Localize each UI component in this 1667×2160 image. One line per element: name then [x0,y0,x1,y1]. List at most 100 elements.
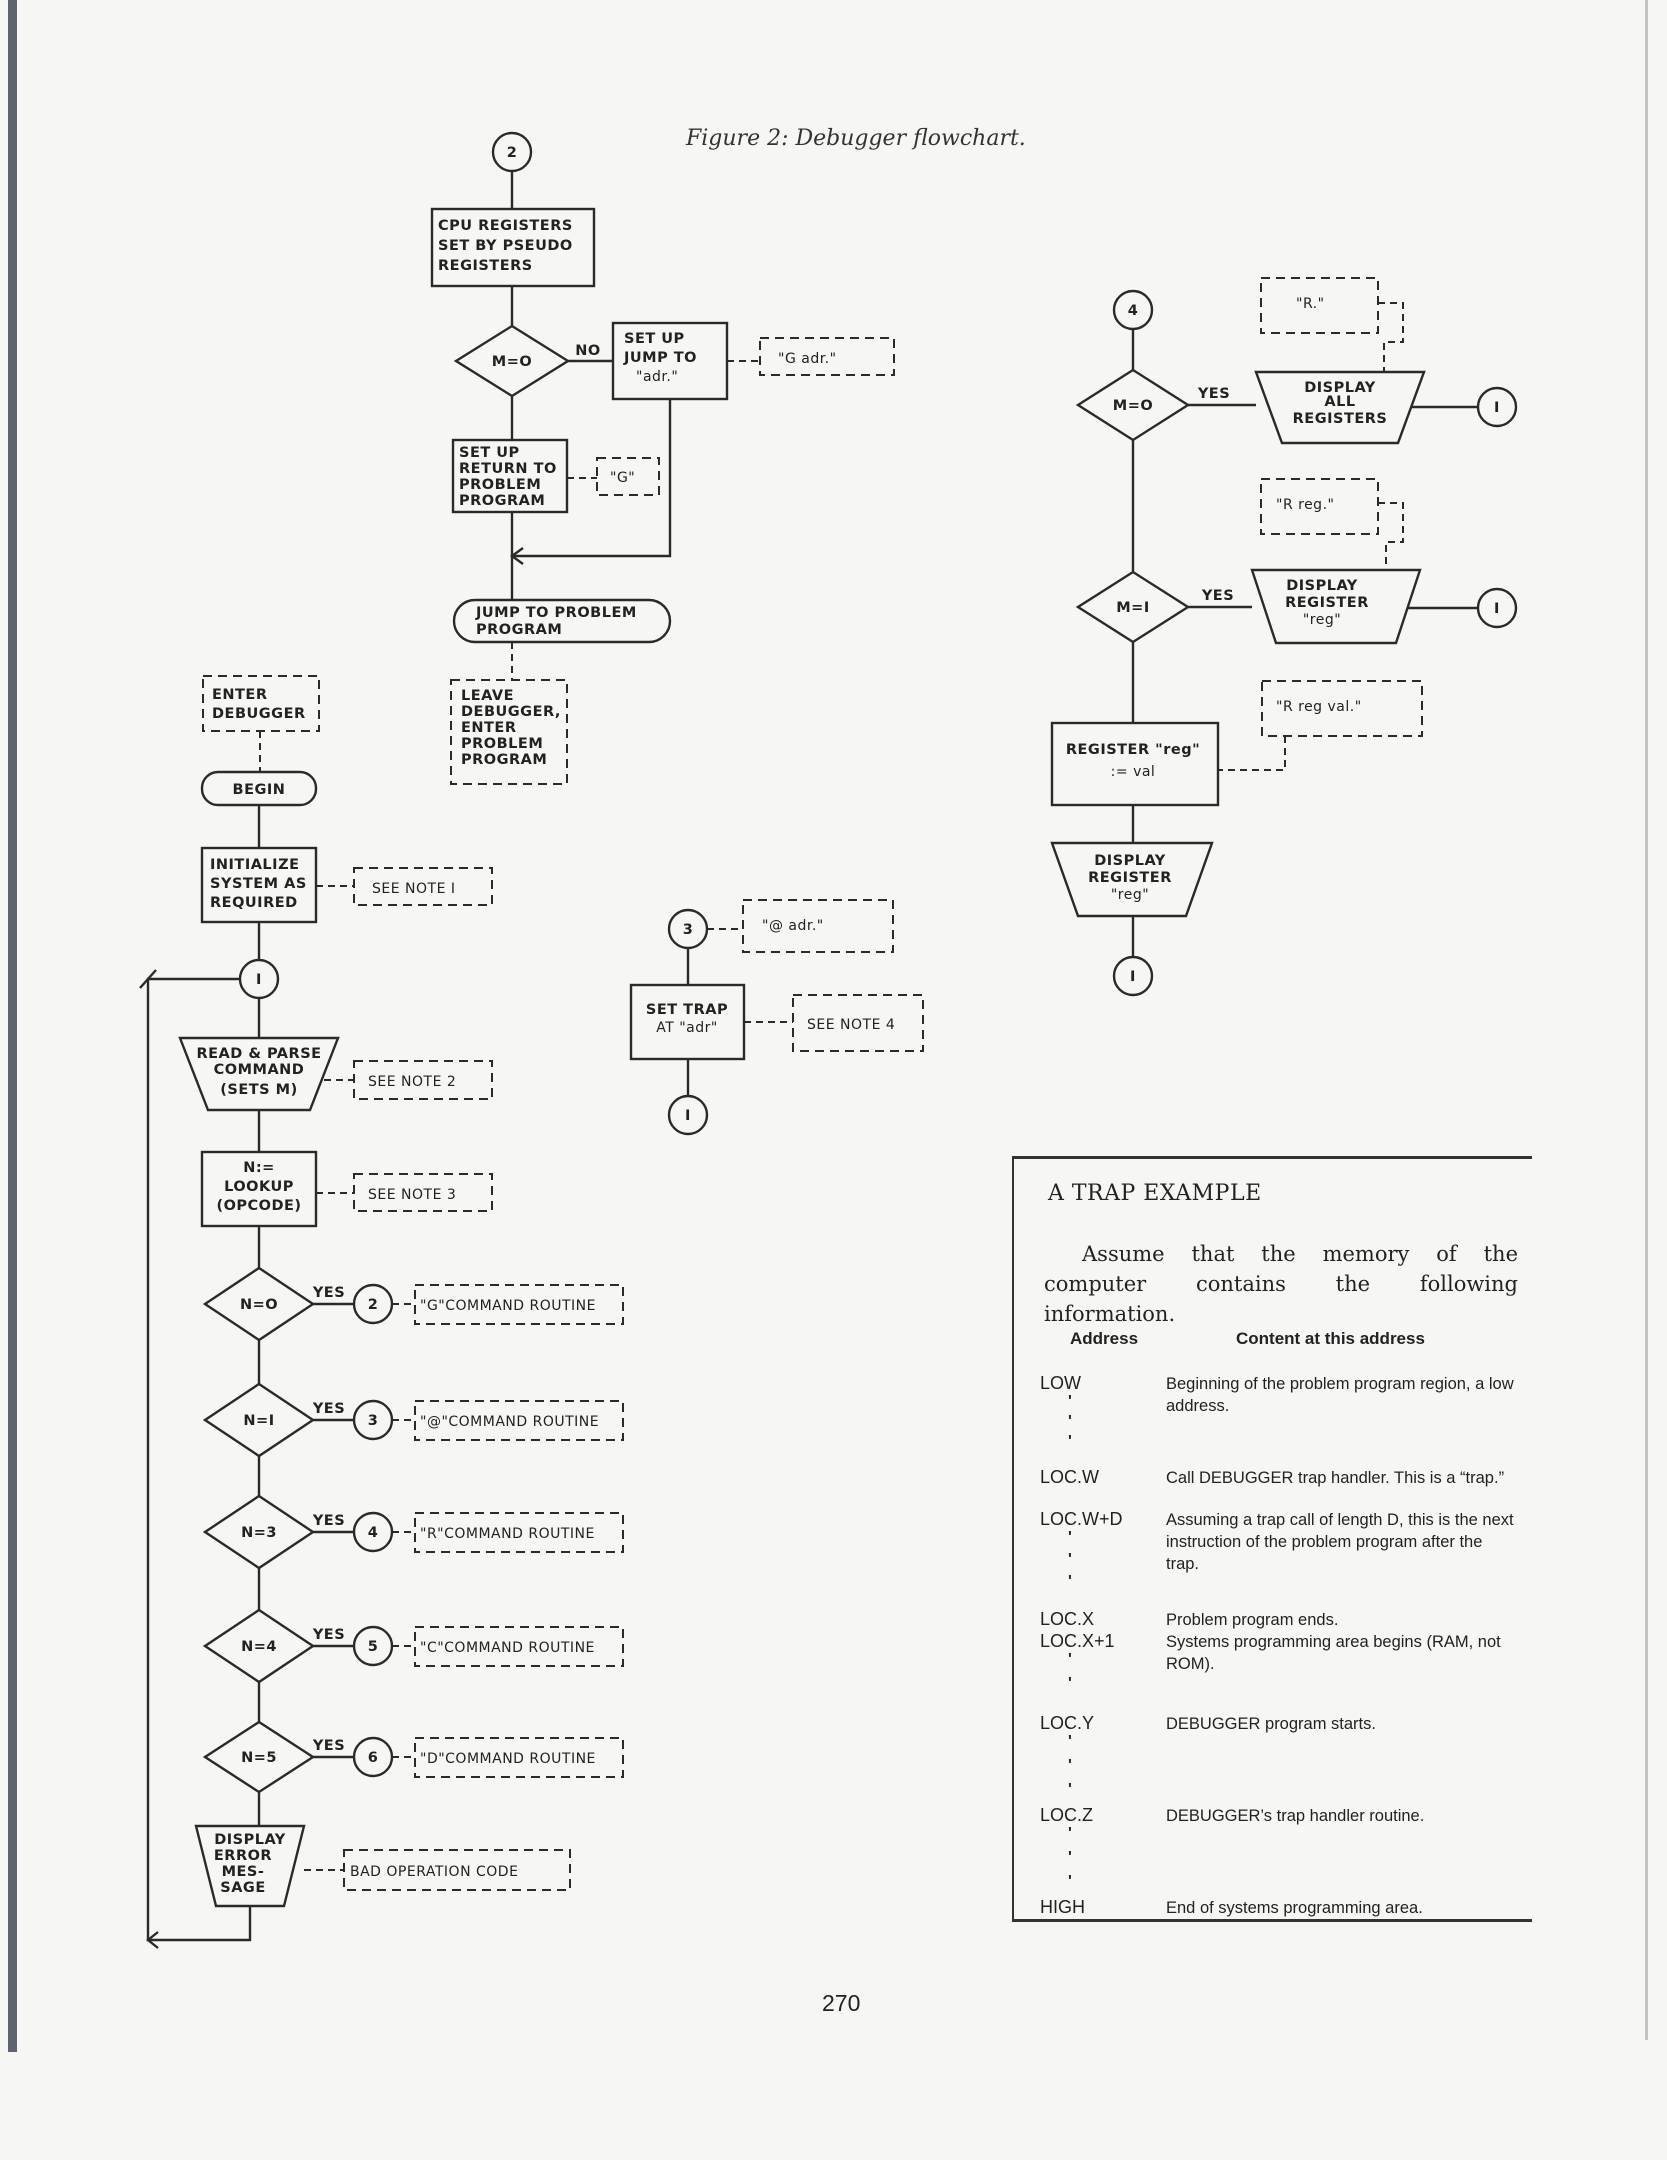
svg-text:SYSTEM AS: SYSTEM AS [210,876,307,892]
at-command-routine: "@"COMMAND ROUTINE [414,1400,624,1441]
ellipsis-dot: ' [1068,1393,1072,1410]
decision-n-equals-4: N=4 [202,1608,316,1684]
svg-text:DISPLAY: DISPLAY [1094,853,1166,869]
content-cell: Assuming a trap call of length D, this i… [1166,1511,1514,1573]
loop-back-line [146,977,252,1942]
svg-text:"G adr.": "G adr." [778,351,837,367]
address-cell: LOC.Z [1040,1805,1094,1825]
svg-text:SEE NOTE 4: SEE NOTE 4 [807,1017,895,1033]
r-reg-note: "R reg." [1260,478,1379,535]
ellipsis-dot: ' [1068,1433,1072,1450]
r-command-routine: "R"COMMAND ROUTINE [414,1512,624,1553]
svg-text:3: 3 [368,1413,379,1429]
decision-n-equals-1: N=I [202,1382,316,1458]
svg-text:COMMAND: COMMAND [214,1062,305,1078]
svg-text:ENTER: ENTER [461,720,517,736]
page-right-edge [1645,0,1648,2040]
content-cell: Beginning of the problem program region,… [1166,1375,1514,1415]
svg-text:CPU REGISTERS: CPU REGISTERS [438,218,573,234]
g-adr-note: "G adr." [759,337,895,376]
svg-text:JUMP TO PROBLEM: JUMP TO PROBLEM [475,605,637,621]
svg-text:AT "adr": AT "adr" [656,1020,718,1036]
see-note-4: SEE NOTE 4 [792,994,924,1052]
display-error-line-3: MES- [222,1864,265,1880]
svg-text:"G"COMMAND ROUTINE: "G"COMMAND ROUTINE [420,1298,596,1314]
svg-text:6: 6 [368,1750,379,1766]
address-cell: HIGH [1040,1897,1085,1917]
svg-text:DISPLAY: DISPLAY [214,1832,286,1848]
address-cell: LOC.X+1 [1040,1631,1115,1651]
begin-terminal: BEGIN [200,770,318,807]
svg-text:N=O: N=O [240,1297,278,1313]
svg-text:N=4: N=4 [241,1639,277,1655]
at-adr-note: "@ adr." [742,899,894,953]
svg-text:LOOKUP: LOOKUP [224,1179,294,1195]
yes-label-0: YES [312,1285,345,1301]
yes-label-right-0: YES [1197,386,1230,402]
set-trap-box: SET TRAP AT "adr" [629,983,746,1061]
see-note-2: SEE NOTE 2 [353,1060,493,1100]
svg-text:"reg": "reg" [1111,887,1149,903]
trap-example-box: A TRAP EXAMPLE Assume that the memory of… [1012,1156,1532,1922]
page-number: 270 [822,1990,861,2016]
svg-text:REGISTER: REGISTER [1088,870,1172,886]
svg-text:DISPLAY: DISPLAY [1286,578,1358,594]
connector-1-reg: I [1476,587,1518,629]
address-cell: LOC.W+D [1040,1509,1123,1529]
svg-text:N=I: N=I [243,1413,274,1429]
svg-text:SEE NOTE 2: SEE NOTE 2 [368,1074,456,1090]
svg-text:I: I [256,972,262,988]
content-cell: DEBUGGER’s trap handler routine. [1166,1807,1425,1825]
connector-2-routine: 2 [352,1283,394,1325]
svg-text:SET UP: SET UP [624,331,685,347]
loop-back-arrow-top [139,969,157,989]
yes-label-2: YES [312,1513,345,1529]
svg-text:REGISTERS: REGISTERS [438,258,533,274]
address-cell: LOC.Y [1040,1713,1095,1733]
connector-1-main: I [238,958,280,1000]
connector-2-top: 2 [491,131,533,173]
svg-text:PROBLEM: PROBLEM [459,477,541,493]
initialize-box: INITIALIZE SYSTEM AS REQUIRED [200,846,318,924]
content-column-header: Content at this address [1236,1329,1425,1348]
svg-text:N=3: N=3 [241,1525,277,1541]
ellipsis-dot: ' [1068,1551,1072,1568]
ellipsis-dot: ' [1068,1873,1072,1890]
svg-text:PROBLEM: PROBLEM [461,736,543,752]
ellipsis-dot: ' [1068,1413,1072,1430]
cpu-registers-box: CPU REGISTERS SET BY PSEUDO REGISTERS [430,207,596,288]
svg-text:"R reg val.": "R reg val." [1276,699,1362,715]
decision-m-equals-0-left: M=O [453,324,571,398]
decision-n-equals-5: N=5 [202,1720,316,1794]
svg-text:"adr.": "adr." [636,369,678,385]
svg-text:"R"COMMAND ROUTINE: "R"COMMAND ROUTINE [420,1526,595,1542]
display-error-line-4: SAGE [220,1880,265,1896]
display-register-box: DISPLAY REGISTER "reg" [1250,568,1422,645]
svg-text:REGISTERS: REGISTERS [1293,411,1388,427]
display-register-box-2: DISPLAY REGISTER "reg" [1050,841,1214,918]
svg-text:BEGIN: BEGIN [233,782,286,798]
yes-label-1: YES [312,1401,345,1417]
read-parse-command-box: READ & PARSE COMMAND (SETS M) [178,1036,340,1112]
connector-1-all: I [1476,386,1518,428]
svg-text:"R reg.": "R reg." [1276,497,1334,513]
setup-return-box: SET UP RETURN TO PROBLEM PROGRAM [451,438,569,514]
svg-text::= val: := val [1111,764,1156,780]
svg-text:"D"COMMAND ROUTINE: "D"COMMAND ROUTINE [420,1751,596,1767]
content-cell: DEBUGGER program starts. [1166,1715,1376,1733]
svg-text:REQUIRED: REQUIRED [210,895,298,911]
loop-back-arrow-bottom [146,1931,159,1949]
svg-text:DEBUGGER,: DEBUGGER, [461,704,561,720]
ellipsis-dot: ' [1068,1849,1072,1866]
leave-debugger-note: LEAVE DEBUGGER, ENTER PROBLEM PROGRAM [450,679,568,785]
register-assign-box: REGISTER "reg" := val [1050,721,1220,807]
svg-text:PROGRAM: PROGRAM [461,752,547,768]
svg-text:N=5: N=5 [241,1750,277,1766]
ellipsis-dot: ' [1068,1675,1072,1692]
page-binding-edge [8,0,17,2052]
svg-text:LEAVE: LEAVE [461,688,514,704]
svg-text:I: I [685,1108,691,1124]
svg-text:"reg": "reg" [1303,612,1341,628]
r-note: "R." [1260,277,1379,334]
connector-4-routine: 4 [352,1511,394,1553]
